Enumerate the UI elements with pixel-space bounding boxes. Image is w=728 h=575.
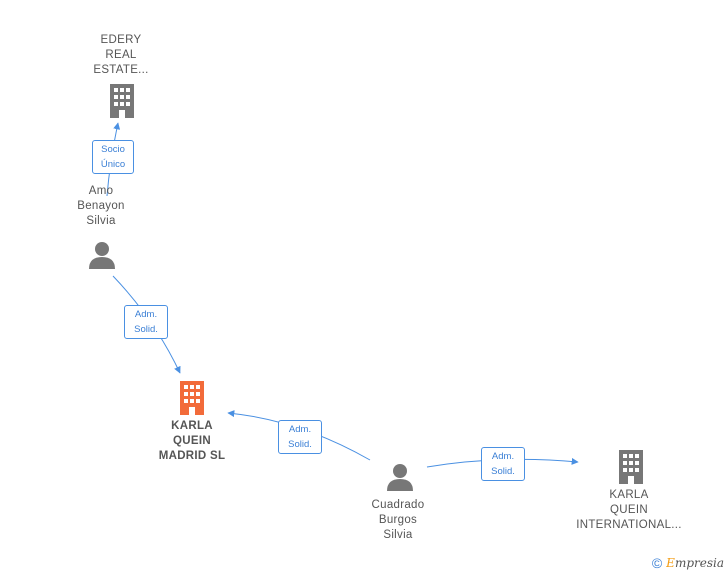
node-karla-madrid-label-line-2: QUEIN — [173, 435, 211, 447]
node-edery-label-line-1: EDERY — [100, 34, 142, 46]
brand-logo-initial: E — [666, 556, 675, 570]
node-cuadrado-label[interactable]: Cuadrado Burgos Silvia — [372, 498, 425, 543]
edge-label-adm-cuadrado-madrid[interactable]: Adm. Solid. — [278, 420, 322, 454]
node-amo-label-line-3: Silvia — [86, 215, 116, 227]
edge-label-line-1: Adm. — [134, 309, 158, 320]
node-amo-label[interactable]: Amo Benayon Silvia — [77, 184, 125, 229]
building-icon[interactable] — [616, 450, 646, 484]
edge-label-line-1: Socio — [101, 144, 125, 155]
brand-logo[interactable]: Empresia — [666, 556, 724, 570]
node-cuadrado-label-line-1: Cuadrado — [371, 499, 425, 511]
building-icon[interactable] — [177, 381, 207, 415]
node-edery-label[interactable]: EDERY REAL ESTATE... — [93, 33, 148, 78]
edge-label-line-1: Adm. — [491, 451, 515, 462]
edge-label-socio-unico[interactable]: Socio Único — [92, 140, 134, 174]
node-cuadrado-label-line-3: Silvia — [383, 529, 413, 541]
footer-brand: © Empresia — [652, 555, 724, 571]
edge-label-adm-cuadrado-intl[interactable]: Adm. Solid. — [481, 447, 525, 481]
building-icon[interactable] — [107, 84, 137, 118]
node-karla-madrid-label[interactable]: KARLA QUEIN MADRID SL — [159, 419, 226, 464]
node-karla-intl-label-line-3: INTERNATIONAL... — [576, 519, 682, 531]
edge-label-line-2: Único — [100, 159, 126, 170]
node-amo-label-line-1: Amo — [88, 185, 114, 197]
node-karla-madrid-label-line-1: KARLA — [171, 420, 213, 432]
edge-label-line-2: Solid. — [288, 439, 312, 450]
node-karla-intl-label[interactable]: KARLA QUEIN INTERNATIONAL... — [576, 488, 682, 533]
edge-label-adm-amo[interactable]: Adm. Solid. — [124, 305, 168, 339]
person-icon[interactable] — [385, 462, 415, 492]
person-icon[interactable] — [87, 240, 117, 270]
node-amo-label-line-2: Benayon — [77, 200, 125, 212]
edge-label-line-2: Solid. — [491, 466, 515, 477]
node-karla-intl-label-line-2: QUEIN — [610, 504, 648, 516]
node-karla-intl-label-line-1: KARLA — [609, 489, 649, 501]
edge-label-line-2: Solid. — [134, 324, 158, 335]
node-edery-label-line-2: REAL — [105, 49, 137, 61]
brand-logo-rest: mpresia — [674, 556, 724, 570]
node-edery-label-line-3: ESTATE... — [93, 64, 149, 76]
edge-label-line-1: Adm. — [288, 424, 312, 435]
node-cuadrado-label-line-2: Burgos — [378, 514, 418, 526]
node-karla-madrid-label-line-3: MADRID SL — [158, 450, 226, 462]
copyright-icon: © — [651, 555, 663, 571]
